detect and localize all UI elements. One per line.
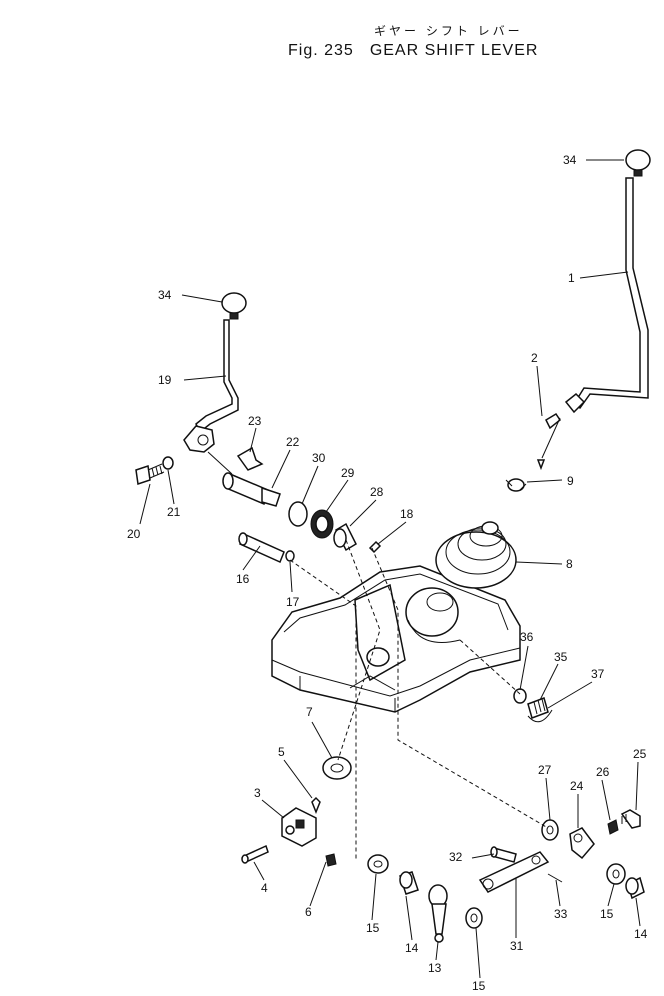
shift-lever-1 <box>536 149 651 471</box>
callout-label: 19 <box>158 373 172 387</box>
ring-36 <box>513 688 527 704</box>
pin-16 <box>238 532 285 564</box>
bearing-28 <box>333 522 357 552</box>
callout-labels: 34 1 34 2 19 9 23 22 30 29 28 18 8 20 21… <box>127 153 648 993</box>
bushing-14b <box>625 876 645 900</box>
callout-label: 4 <box>261 881 268 895</box>
callout-label: 2 <box>531 351 538 365</box>
figure-header: ギヤー シフト レバー Fig. 235 GEAR SHIFT LEVER <box>0 0 664 70</box>
seal-37 <box>527 709 553 723</box>
callout-label: 27 <box>538 763 552 777</box>
callout-label: 23 <box>248 414 262 428</box>
callout-label: 28 <box>370 485 384 499</box>
shift-housing <box>271 565 521 713</box>
lever-13 <box>428 884 448 943</box>
callout-label: 35 <box>554 650 568 664</box>
japanese-title: ギヤー シフト レバー <box>374 24 523 38</box>
washer-15b <box>465 907 483 929</box>
washer-27 <box>541 819 559 841</box>
callout-label: 18 <box>400 507 414 521</box>
callout-label: 8 <box>566 557 573 571</box>
callout-label: 33 <box>554 907 568 921</box>
shift-block-3 <box>281 807 317 847</box>
callout-label: 15 <box>600 907 614 921</box>
bracket-23 <box>236 446 264 471</box>
callout-label: 17 <box>286 595 300 609</box>
clip-9 <box>505 478 527 492</box>
boot-8 <box>435 521 517 589</box>
callout-label: 36 <box>520 630 534 644</box>
callout-label: 16 <box>236 572 250 586</box>
callout-label: 32 <box>449 850 463 864</box>
washer-21 <box>162 456 174 470</box>
washer-30 <box>288 501 308 527</box>
callout-label: 15 <box>472 979 486 993</box>
seal-29 <box>310 509 334 539</box>
callout-label: 29 <box>341 466 355 480</box>
washer-15a <box>367 854 389 874</box>
callout-label: 21 <box>167 505 181 519</box>
figure-title: GEAR SHIFT LEVER <box>369 42 539 59</box>
callout-label: 25 <box>633 747 647 761</box>
nut-26 <box>607 819 619 835</box>
callout-label: 24 <box>570 779 584 793</box>
callout-label: 9 <box>567 474 574 488</box>
leader-lines <box>139 159 641 979</box>
bolt-20 <box>135 463 165 485</box>
joint-24 <box>569 827 595 860</box>
callout-label: 5 <box>278 745 285 759</box>
callout-label: 37 <box>591 667 605 681</box>
nut-6 <box>325 853 337 867</box>
callout-label: 22 <box>286 435 300 449</box>
pin-22 <box>222 472 281 507</box>
shift-lever-19 <box>183 292 247 475</box>
bolt-25 <box>620 809 641 829</box>
washer-15c <box>606 863 626 885</box>
callout-label: 20 <box>127 527 141 541</box>
pin-5 <box>311 796 321 815</box>
callout-label: 3 <box>254 786 261 800</box>
assembly-lines <box>289 539 549 860</box>
callout-label: 26 <box>596 765 610 779</box>
callout-label: 6 <box>305 905 312 919</box>
figure-caption: Fig. 235 GEAR SHIFT LEVER <box>288 42 538 60</box>
cap-7 <box>322 756 352 780</box>
callout-label: 34 <box>158 288 172 302</box>
callout-label: 34 <box>563 153 577 167</box>
plug-35 <box>527 697 549 719</box>
callout-label: 14 <box>405 941 419 955</box>
bushing-14a <box>399 871 419 895</box>
callout-label: 30 <box>312 451 326 465</box>
callout-label: 13 <box>428 961 442 975</box>
callout-label: 7 <box>306 705 313 719</box>
ring-17 <box>285 550 295 562</box>
pin-4 <box>241 844 269 864</box>
callout-label: 31 <box>510 939 524 953</box>
pin-32 <box>490 846 517 863</box>
callout-label: 15 <box>366 921 380 935</box>
figure-number: Fig. 235 <box>288 42 354 59</box>
lever-31 <box>478 851 550 893</box>
cotter-33 <box>547 873 563 883</box>
callout-label: 1 <box>568 271 575 285</box>
callout-label: 14 <box>634 927 648 941</box>
